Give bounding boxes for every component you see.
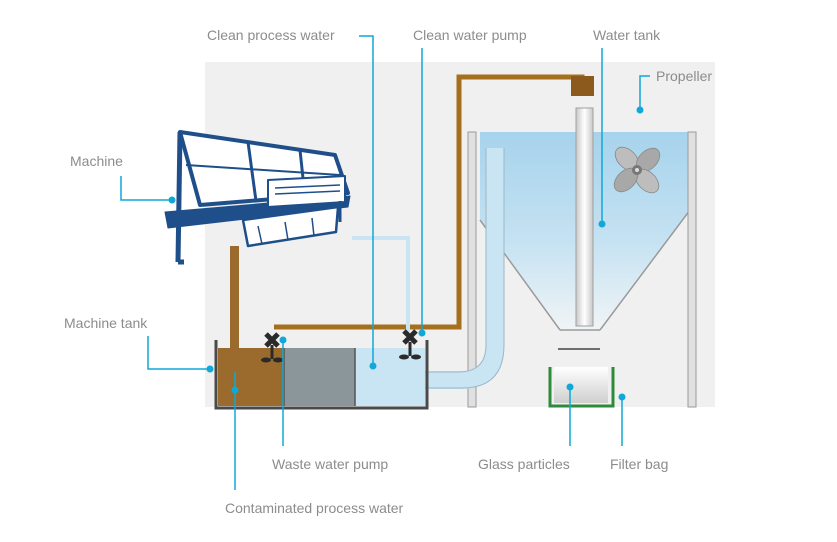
tank-inlet-pipe bbox=[420, 148, 504, 389]
machine-tank bbox=[214, 340, 429, 410]
clean-process-water-pipe bbox=[352, 236, 410, 332]
callout-machine bbox=[120, 176, 172, 201]
callout-dots bbox=[168, 106, 644, 401]
label-glass-particles: Glass particles bbox=[478, 456, 570, 472]
label-machine-tank: Machine tank bbox=[64, 315, 148, 331]
machine bbox=[164, 130, 351, 265]
callout-machine-tank bbox=[147, 336, 210, 370]
label-filter-bag: Filter bag bbox=[610, 456, 669, 472]
callout-lines bbox=[120, 35, 650, 490]
tank-central-shaft bbox=[575, 107, 594, 327]
filter-bag bbox=[548, 367, 615, 408]
propeller-icon bbox=[613, 146, 661, 194]
pump-icon bbox=[261, 332, 283, 363]
machine-drain-pipe bbox=[230, 246, 239, 356]
tank-right-leg bbox=[687, 131, 697, 408]
label-clean-process-water: Clean process water bbox=[207, 27, 335, 43]
label-water-tank: Water tank bbox=[593, 27, 661, 43]
callout-propeller bbox=[639, 75, 650, 110]
label-machine: Machine bbox=[70, 153, 123, 169]
pump-icon bbox=[399, 329, 421, 360]
label-waste-water-pump: Waste water pump bbox=[272, 456, 389, 472]
label-clean-water-pump: Clean water pump bbox=[413, 27, 527, 43]
label-propeller: Propeller bbox=[656, 68, 713, 84]
label-contaminated-process-water: Contaminated process water bbox=[225, 500, 404, 516]
tank-left-leg bbox=[467, 131, 477, 408]
callout-clean-process-water bbox=[359, 35, 374, 366]
pipe-outlet-box bbox=[571, 76, 594, 96]
